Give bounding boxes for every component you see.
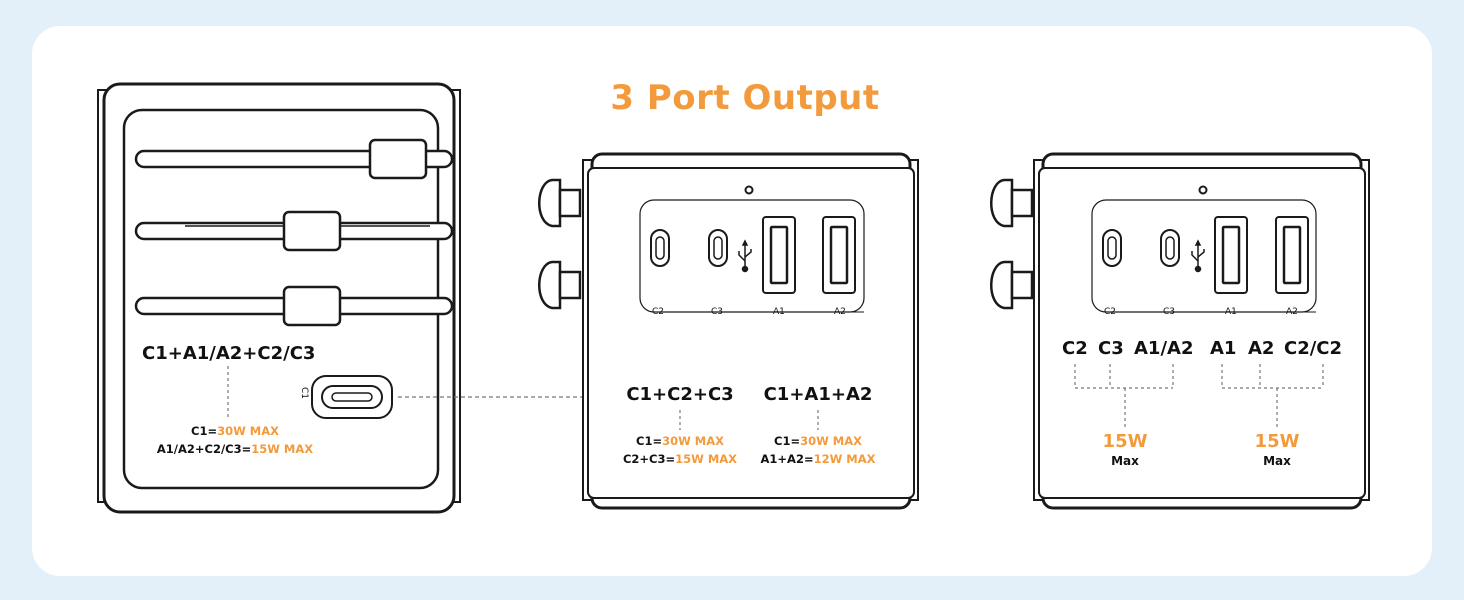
combo-b-line2-prefix: A1+A2=: [760, 452, 814, 466]
right-group-b-watts: 15W: [1254, 431, 1300, 452]
right-port-label-a2: A2: [1286, 307, 1298, 317]
middle-combo-a-title: C1+C2+C3: [626, 384, 734, 405]
right-group-a-watts: 15W: [1102, 431, 1148, 452]
left-combo-label: C1+A1/A2+C2/C3: [142, 343, 316, 364]
middle-port-label-c2: C2: [652, 307, 665, 317]
right-group-a-label-c2: C2: [1062, 338, 1088, 359]
right-port-label-c2: C2: [1104, 307, 1117, 317]
page-title: 3 Port Output: [610, 78, 880, 118]
combo-b-line1-prefix: C1=: [774, 434, 801, 448]
combo-a-line1-prefix: C1=: [636, 434, 663, 448]
middle-port-label-a1: A1: [773, 307, 785, 317]
left-adapter-body: [97, 82, 628, 514]
left-c1-prefix: C1=: [191, 424, 218, 438]
combo-b-line1-value: 30W MAX: [800, 434, 862, 448]
right-group-a-label-c3: C3: [1098, 338, 1124, 359]
left-shared-value: 15W MAX: [251, 442, 314, 456]
middle-combo-a-line2: C2+C3=15W MAX: [610, 452, 750, 466]
right-group-b-max: Max: [1263, 454, 1291, 468]
left-c1-value: 30W MAX: [217, 424, 279, 438]
right-port-label-a1: A1: [1225, 307, 1237, 317]
right-group-a-label-a1a2: A1/A2: [1134, 338, 1194, 359]
c1-port-label: C1: [299, 386, 310, 400]
middle-combo-a-line1: C1=30W MAX: [610, 434, 750, 448]
middle-port-label-c3: C3: [711, 307, 724, 317]
combo-a-line2-prefix: C2+C3=: [622, 452, 676, 466]
right-group-b-label-a2: A2: [1248, 338, 1275, 359]
left-shared-prefix: A1/A2+C2/C3=: [156, 442, 252, 456]
middle-combo-b-title: C1+A1+A2: [763, 384, 873, 405]
middle-port-label-a2: A2: [834, 307, 846, 317]
right-port-label-c3: C3: [1163, 307, 1176, 317]
right-group-a-max: Max: [1111, 454, 1139, 468]
middle-adapter-body: [537, 152, 919, 510]
right-group-b-label-a1: A1: [1210, 338, 1237, 359]
middle-combo-b-line1: C1=30W MAX: [748, 434, 888, 448]
middle-combo-b-line2: A1+A2=12W MAX: [748, 452, 888, 466]
combo-b-line2-value: 12W MAX: [813, 452, 876, 466]
left-c1-spec: C1=30W MAX: [140, 424, 330, 438]
right-group-b-label-c2c2: C2/C2: [1284, 338, 1343, 359]
right-adapter-body: [989, 152, 1370, 510]
combo-a-line2-value: 15W MAX: [675, 452, 738, 466]
combo-a-line1-value: 30W MAX: [662, 434, 724, 448]
left-shared-spec: A1/A2+C2/C3=15W MAX: [140, 442, 330, 456]
